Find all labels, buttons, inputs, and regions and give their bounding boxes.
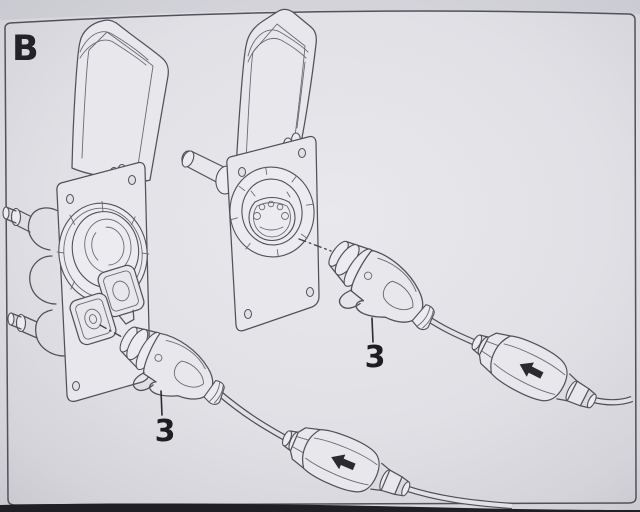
charging-socket-left	[2, 19, 169, 402]
mounting-stud-lower	[7, 312, 38, 339]
socket-left-housing	[2, 206, 65, 357]
callout-leader-lower	[160, 390, 163, 416]
accessory-socket-left	[69, 292, 117, 346]
insertion-guide-upper	[298, 238, 332, 252]
callout-leader-upper	[371, 317, 374, 343]
photo-edge-band	[0, 503, 640, 512]
figure-frame	[4, 10, 637, 506]
panel-label: B	[12, 29, 39, 69]
cable-lower	[216, 390, 513, 510]
callout-label-lower: 3	[155, 414, 176, 449]
socket-left-lid	[71, 19, 169, 182]
type2-socket-face	[248, 190, 296, 241]
socket-pins	[253, 200, 289, 231]
insertion-guide-lower	[99, 324, 123, 338]
mounting-stud-upper	[2, 206, 31, 233]
page-top-edge-shade	[0, 0, 640, 20]
callout-label-upper: 3	[365, 340, 386, 375]
charging-socket-right	[181, 8, 320, 332]
